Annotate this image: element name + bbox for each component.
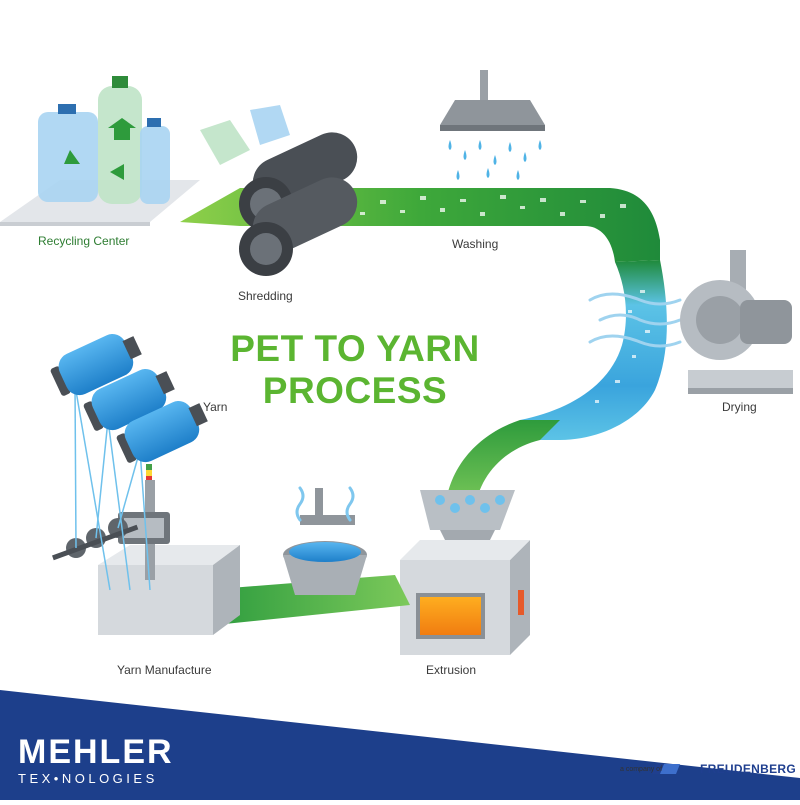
label-yarn: Yarn (203, 400, 228, 414)
diagram-title: PET TO YARN PROCESS (190, 328, 520, 412)
freudenberg-logo-icon (652, 764, 680, 774)
melting-pot (283, 486, 367, 595)
recycling-center-illustration (0, 76, 200, 226)
label-recycling-center: Recycling Center (38, 234, 130, 248)
drying-ribbon (520, 260, 667, 440)
title-line-1: PET TO YARN (230, 328, 480, 369)
yarn-bobbins (50, 334, 208, 463)
partner-prefix: a company of (620, 765, 663, 773)
bottom-band (0, 690, 800, 800)
bottom-conveyor (205, 575, 410, 625)
shredding-rollers (200, 105, 358, 276)
title-line-2: PROCESS (262, 370, 448, 411)
washing-shower (440, 70, 545, 180)
extrusion-machine (400, 490, 530, 655)
air-flow (588, 292, 682, 348)
label-extrusion: Extrusion (426, 663, 477, 677)
logo-line-2: TEX•NOLOGIES (18, 771, 158, 786)
mehler-logo: MEHLER TEX•NOLOGIES (18, 735, 174, 786)
feed-ribbon (445, 420, 560, 510)
yarn-threads (74, 384, 151, 591)
partner-credit: a company of FREUDENBERG (620, 762, 796, 776)
label-drying: Drying (722, 400, 757, 414)
label-yarn-manufacture: Yarn Manufacture (117, 663, 212, 677)
label-shredding: Shredding (238, 289, 293, 303)
drying-blower (680, 250, 793, 394)
label-washing: Washing (452, 237, 499, 251)
yarn-manufacture-machine (52, 464, 240, 635)
partner-name: FREUDENBERG (700, 762, 797, 776)
logo-line-1: MEHLER (18, 733, 174, 771)
